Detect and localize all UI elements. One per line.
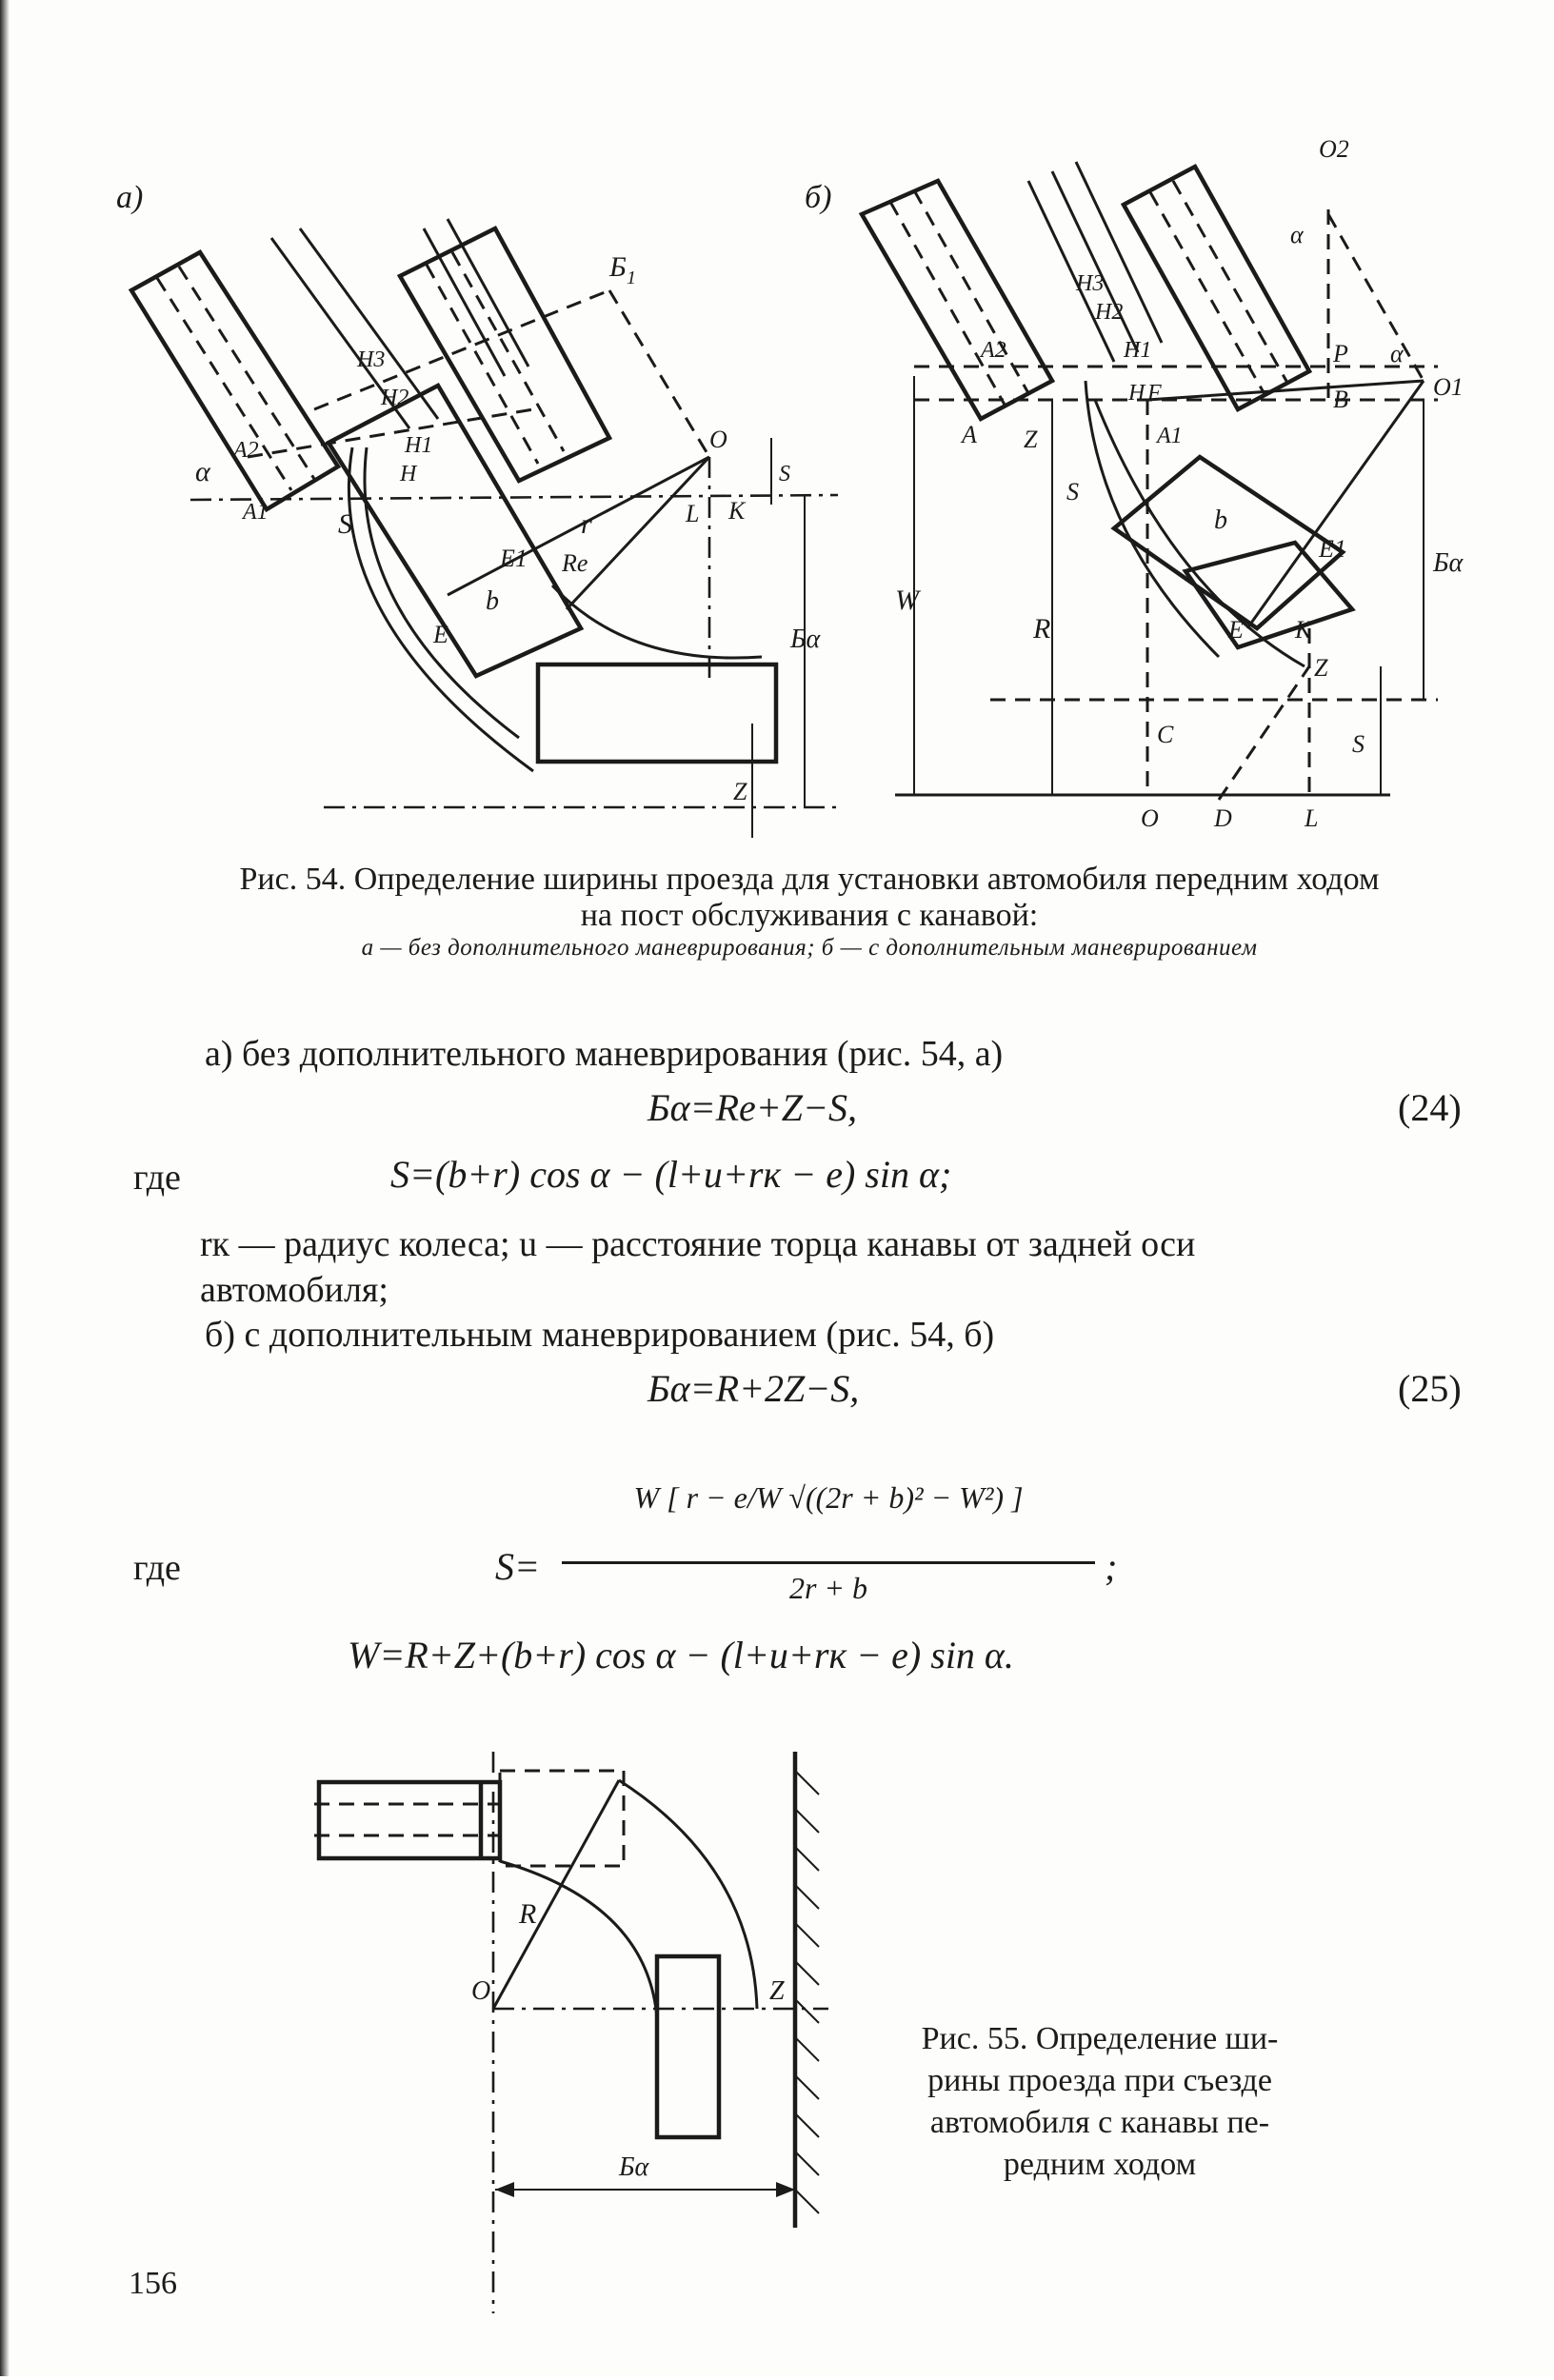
car-outline-rotated — [325, 383, 585, 679]
svg-text:O: O — [471, 1976, 490, 2006]
svg-text:1: 1 — [627, 268, 636, 288]
fig55-caption-line2: рины проезда при съезде — [927, 2063, 1272, 2098]
svg-text:H3: H3 — [356, 347, 385, 372]
equation-s2-numerator: W [ r − e/W √((2r + b)² − W²) ] — [633, 1480, 1024, 1515]
svg-text:L: L — [685, 500, 699, 527]
fig55-caption-line3: автомобиля с канавы пе- — [929, 2105, 1270, 2140]
equation-25-number: (25) — [1398, 1367, 1462, 1410]
svg-text:S: S — [779, 462, 790, 486]
fig54-caption-line2: на пост обслуживания с канавой: — [580, 898, 1039, 933]
page-number: 156 — [129, 2266, 177, 2301]
where-label-1: где — [133, 1158, 181, 1198]
equation-s2-tail: ; — [1105, 1545, 1118, 1588]
fig55-caption-line1: Рис. 55. Определение ши- — [921, 2021, 1279, 2056]
svg-text:Z: Z — [1314, 654, 1328, 682]
svg-text:R: R — [1032, 613, 1050, 645]
svg-text:S: S — [338, 508, 352, 540]
svg-text:A2: A2 — [979, 338, 1006, 363]
svg-text:Бα: Бα — [789, 625, 822, 654]
svg-text:F: F — [1146, 381, 1162, 406]
item-b-heading: б) с дополнительным маневрированием (рис… — [205, 1315, 995, 1355]
panel-a-label: а) — [116, 180, 143, 215]
svg-text:Re: Re — [561, 549, 588, 577]
equation-25: Бα=R+2Z−S, — [648, 1367, 860, 1410]
svg-text:H1: H1 — [404, 433, 432, 458]
svg-text:H1: H1 — [1123, 338, 1151, 363]
panel-b-label: б) — [805, 180, 831, 215]
svg-text:Z: Z — [1024, 426, 1038, 453]
svg-text:B: B — [1333, 386, 1348, 413]
svg-text:E: E — [432, 621, 448, 648]
page-edge-shadow — [0, 0, 10, 2376]
svg-text:D: D — [1213, 804, 1232, 832]
svg-text:O: O — [709, 426, 727, 453]
svg-text:b: b — [486, 586, 499, 616]
pit-rect-a — [535, 662, 779, 764]
svg-text:H2: H2 — [380, 386, 408, 410]
definitions-line1: rк — радиус колеса; u — расстояние торца… — [200, 1224, 1196, 1264]
svg-text:K: K — [1294, 616, 1313, 644]
figure-55-caption: Рис. 55. Определение ши- рины проезда пр… — [890, 2018, 1309, 2186]
svg-text:α: α — [195, 456, 211, 487]
fig54-caption-line1: Рис. 54. Определение ширины проезда для … — [239, 862, 1380, 897]
svg-text:r: r — [581, 508, 592, 540]
svg-text:H3: H3 — [1075, 271, 1104, 296]
figure-55: R O Z Бα — [314, 1752, 828, 2313]
equation-s1: S=(b+r) cos α − (l+u+rк − e) sin α; — [390, 1153, 952, 1196]
car-outline-left — [128, 249, 342, 513]
svg-text:P: P — [1332, 340, 1348, 367]
svg-text:α: α — [1290, 221, 1305, 248]
svg-text:C: C — [1157, 721, 1174, 748]
car-outline-b-right — [1120, 163, 1313, 413]
svg-text:S: S — [1066, 478, 1079, 506]
svg-text:R: R — [518, 1898, 536, 1930]
svg-text:A: A — [960, 421, 977, 448]
svg-text:Б: Б — [608, 251, 627, 283]
where-label-2: где — [133, 1548, 181, 1588]
svg-text:E1: E1 — [1318, 535, 1346, 563]
fraction-bar — [562, 1561, 1095, 1564]
svg-text:H2: H2 — [1094, 300, 1123, 325]
figure-54-caption: Рис. 54. Определение ширины проезда для … — [124, 862, 1495, 962]
svg-text:E: E — [1227, 616, 1244, 644]
svg-text:A1: A1 — [241, 500, 269, 525]
svg-text:S: S — [1352, 730, 1365, 758]
svg-text:b: b — [1214, 506, 1227, 535]
svg-text:W: W — [895, 585, 922, 616]
fig54-caption-line3: а — без дополнительного маневрирования; … — [361, 935, 1258, 961]
equation-w: W=R+Z+(b+r) cos α − (l+u+rк − e) sin α. — [348, 1634, 1014, 1676]
svg-text:O2: O2 — [1319, 135, 1349, 163]
equation-24: Бα=Re+Z−S, — [648, 1086, 857, 1129]
svg-text:K: K — [727, 497, 747, 525]
equation-s2-lhs: S= — [495, 1545, 540, 1588]
svg-text:α: α — [1390, 340, 1405, 367]
svg-text:A1: A1 — [1155, 424, 1183, 448]
car-outline-right — [396, 226, 613, 484]
svg-text:Бα: Бα — [618, 2152, 650, 2182]
fig55-caption-line4: редним ходом — [1003, 2147, 1197, 2182]
car-outline-b-left — [858, 178, 1056, 423]
car-body-55 — [316, 1779, 503, 1861]
figure-54b: б) O2 — [805, 135, 1464, 832]
pit-rect-55 — [654, 1954, 722, 2140]
svg-text:H: H — [399, 462, 418, 486]
equation-24-number: (24) — [1398, 1086, 1462, 1129]
svg-text:H: H — [1127, 381, 1146, 406]
equation-s2-denominator: 2r + b — [788, 1571, 868, 1605]
svg-text:O: O — [1141, 804, 1159, 832]
svg-text:E1: E1 — [499, 545, 528, 572]
item-a-heading: а) без дополнительного маневрирования (р… — [205, 1034, 1004, 1074]
car-outline-b-rotated — [1110, 454, 1346, 631]
svg-text:L: L — [1304, 804, 1318, 832]
svg-text:Z: Z — [733, 778, 747, 805]
svg-text:O1: O1 — [1433, 373, 1464, 401]
svg-text:A2: A2 — [231, 438, 259, 463]
svg-text:Z: Z — [769, 1976, 785, 2006]
svg-text:Бα: Бα — [1432, 548, 1464, 578]
definitions-line2: автомобиля; — [200, 1270, 388, 1310]
